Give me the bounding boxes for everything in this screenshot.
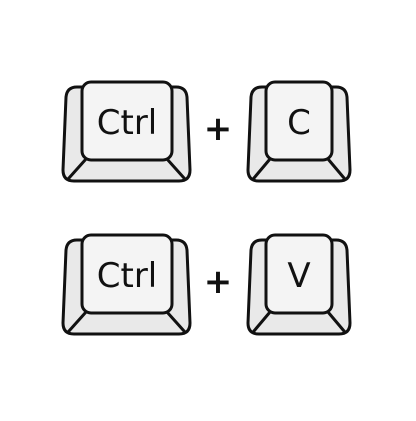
c-key-icon: C bbox=[246, 80, 352, 183]
v-key-label: V bbox=[287, 256, 310, 296]
key-face bbox=[80, 80, 174, 162]
key-face bbox=[264, 233, 334, 315]
v-key-icon: V bbox=[246, 233, 352, 336]
ctrl-key-icon: Ctrl bbox=[61, 233, 192, 336]
c-key-label: C bbox=[287, 103, 311, 143]
ctrl-key-label: Ctrl bbox=[97, 256, 158, 296]
key-face bbox=[264, 80, 334, 162]
ctrl-key-icon: Ctrl bbox=[61, 80, 192, 183]
ctrl-key-label: Ctrl bbox=[97, 103, 158, 143]
key-face bbox=[80, 233, 174, 315]
plus-icon: + bbox=[204, 109, 233, 149]
plus-icon: + bbox=[204, 262, 233, 302]
copy-shortcut: Ctrl + C bbox=[61, 80, 352, 183]
paste-shortcut: Ctrl + V bbox=[61, 233, 352, 336]
